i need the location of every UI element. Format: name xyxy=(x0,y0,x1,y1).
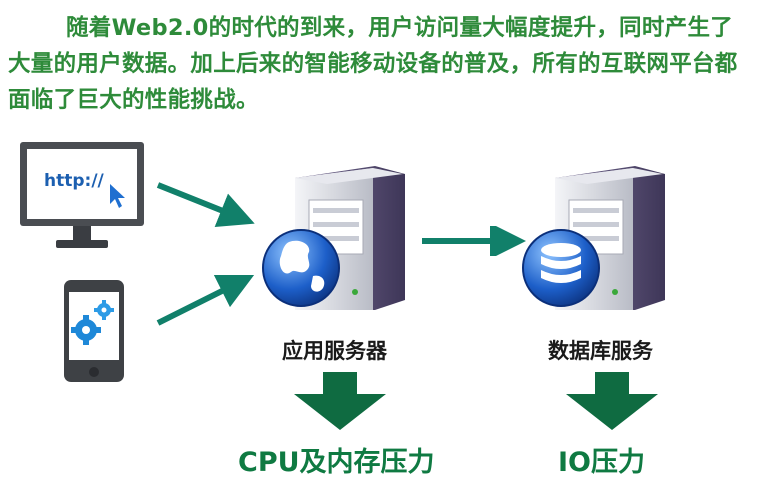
database-icon xyxy=(522,229,600,307)
desktop-monitor-icon: http:// xyxy=(20,142,144,248)
mouse-cursor-icon xyxy=(110,184,125,208)
globe-icon xyxy=(262,229,340,307)
io-pressure-label: IO压力 xyxy=(558,447,645,478)
smartphone-icon xyxy=(64,280,124,382)
server-to-db-arrow xyxy=(422,226,526,256)
db-pressure-arrow xyxy=(566,372,658,430)
gear-large-icon xyxy=(71,315,101,345)
database-server-icon xyxy=(522,166,665,310)
client-arrows xyxy=(156,182,255,326)
app-pressure-arrow xyxy=(294,372,386,430)
gear-small-icon xyxy=(94,300,114,320)
monitor-url-text: http:// xyxy=(44,171,105,191)
application-server-icon xyxy=(262,166,405,310)
cpu-memory-pressure-label: CPU及内存压力 xyxy=(238,447,435,478)
phone-to-server-arrow xyxy=(156,274,255,326)
intro-paragraph: 随着Web2.0的时代的到来，用户访问量大幅度提升，同时产生了大量的用户数据。加… xyxy=(8,15,738,113)
db-service-label: 数据库服务 xyxy=(548,339,653,363)
desktop-to-server-arrow xyxy=(156,182,255,228)
app-server-label: 应用服务器 xyxy=(282,339,387,363)
